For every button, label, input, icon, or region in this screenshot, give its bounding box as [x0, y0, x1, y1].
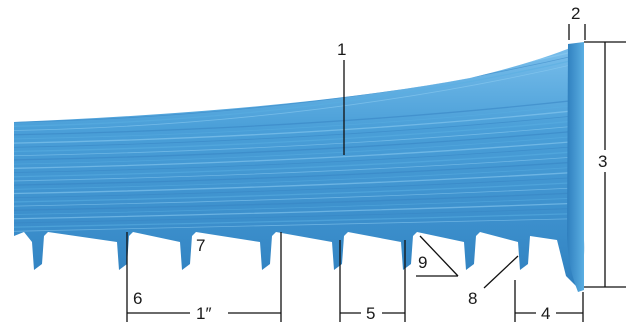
grain-line [14, 124, 585, 157]
grain-line [14, 160, 585, 186]
grain-line [14, 139, 585, 170]
grain-line [14, 51, 585, 123]
grain-line [14, 129, 585, 161]
label-gullet: 7 [196, 236, 205, 255]
callout-gullet: 7 [196, 236, 205, 255]
label-set: 8 [468, 289, 477, 308]
callout-gullet-depth: 4 [514, 280, 584, 323]
grain-line [14, 197, 585, 215]
label-pitch: 5 [366, 304, 375, 323]
callout-pitch: 5 [339, 240, 406, 323]
grain-line [14, 202, 585, 220]
grain-line [14, 191, 585, 212]
grain-line [14, 118, 585, 153]
grain-line [14, 212, 585, 228]
label-gullet-depth: 4 [541, 304, 550, 323]
callout-thickness: 2 [568, 4, 586, 40]
grain-line [14, 55, 585, 128]
callout-width: 3 [584, 41, 626, 288]
label-tooth-tip: 6 [133, 289, 142, 308]
grain-line [14, 60, 585, 131]
callout-back: 1 [337, 40, 346, 155]
grain-line [14, 181, 585, 203]
grain-line [14, 108, 585, 144]
grain-line [14, 150, 585, 178]
grain-line [14, 103, 585, 140]
grain-line [14, 98, 585, 136]
grain-line [14, 207, 585, 224]
callout-inch: 6 1″ [126, 232, 282, 323]
grain-line [14, 114, 585, 148]
callout-tooth-angle: 9 [416, 235, 459, 277]
label-one-inch: 1″ [196, 304, 211, 323]
grain-line [14, 155, 585, 182]
blade-grain-lines [14, 47, 585, 232]
grain-line [14, 166, 585, 190]
label-width: 3 [598, 152, 607, 171]
label-thickness: 2 [571, 4, 580, 23]
saw-blade [14, 42, 585, 292]
grain-line [14, 176, 585, 199]
blade-end-face [567, 42, 584, 292]
grain-line [14, 170, 585, 195]
label-tooth-angle: 9 [418, 253, 427, 272]
grain-line [14, 145, 585, 173]
grain-line [14, 186, 585, 207]
grain-line [14, 134, 585, 165]
label-back: 1 [337, 40, 346, 59]
callout-set: 8 [468, 255, 519, 308]
